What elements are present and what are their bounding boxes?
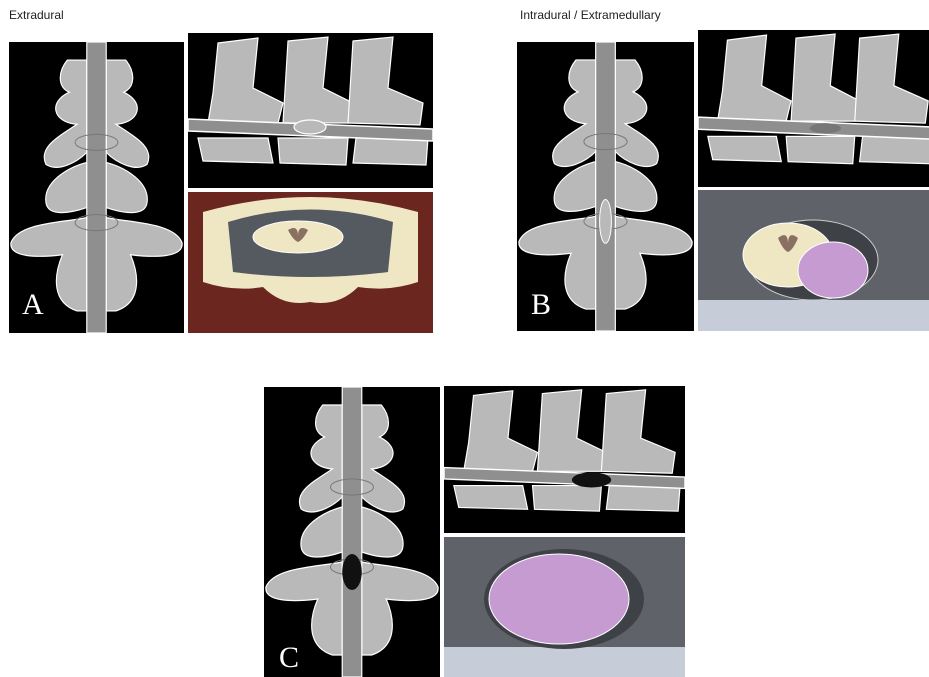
heading-extradural: Extradural <box>9 8 64 22</box>
panel-c-cross-section <box>444 537 685 677</box>
panel-c-dorsal-view <box>264 387 440 677</box>
panel-a-lateral-view <box>188 33 433 188</box>
label-b: B <box>531 290 551 320</box>
panel-a-cross-section <box>188 192 433 333</box>
label-c: C <box>279 643 299 673</box>
heading-intradural-extramedullary: Intradural / Extramedullary <box>520 8 661 22</box>
panel-b-lateral-view <box>698 30 929 187</box>
panel-c-lateral-view <box>444 386 685 533</box>
panel-b-cross-section <box>698 190 929 331</box>
label-a: A <box>22 290 44 320</box>
